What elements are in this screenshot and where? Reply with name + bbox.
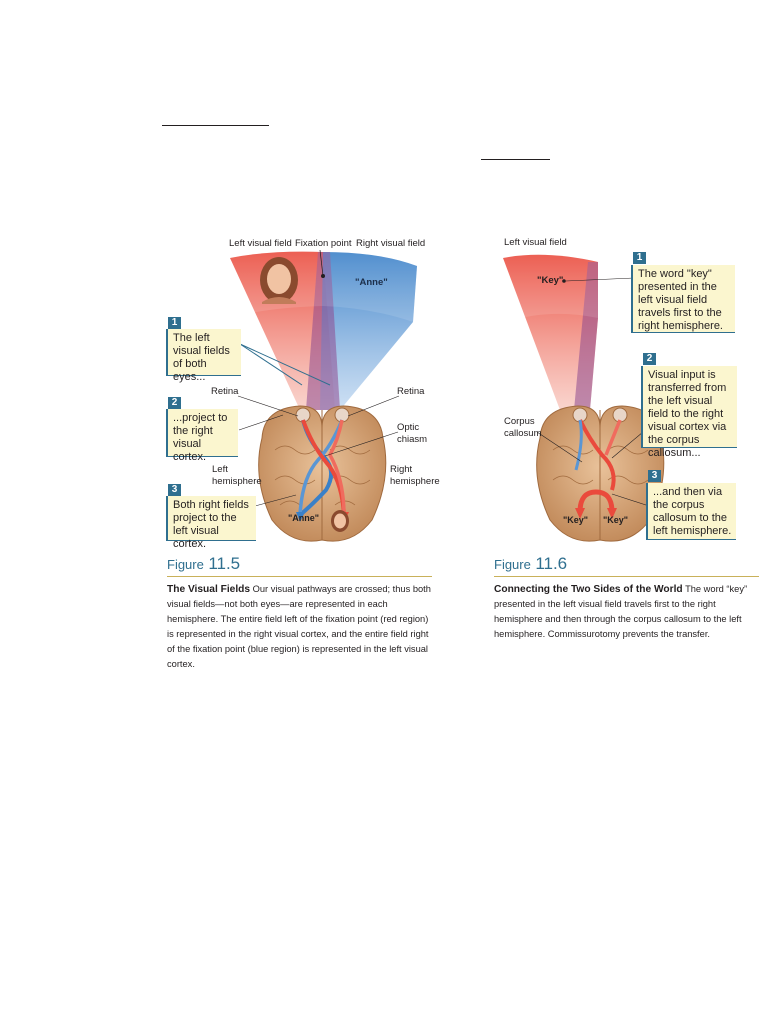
callout-11-6-2-number: 2	[643, 353, 656, 365]
blue-pathway-2	[298, 419, 344, 516]
callout-11-5-1-text: The left visual fields of both eyes...	[173, 332, 230, 383]
figure-11-6-caption-title: Connecting the Two Sides of the World	[494, 584, 683, 595]
right-hemisphere-label-2: hemisphere	[390, 476, 440, 487]
callout-11-6-2-text: Visual input is transferred from the lef…	[648, 369, 727, 459]
red-visual-field-11-6	[503, 254, 598, 410]
purple-overlap-11-6	[574, 262, 598, 410]
corpus-callosum-label-1: Corpus	[504, 416, 535, 427]
key-right-label: "Key"	[603, 515, 629, 525]
figure-11-6-number: 11.6	[535, 554, 568, 573]
figure-11-5-rule	[167, 576, 432, 577]
callout-11-5-3: Both right fields project to the left vi…	[166, 496, 256, 550]
figure-11-6-rule	[494, 576, 759, 577]
retina-right-label: Retina	[397, 386, 425, 397]
figure-11-5-caption-title: The Visual Fields	[167, 584, 251, 595]
callout-11-5-2: ...project to the right visual cortex.	[166, 409, 238, 463]
anne-brain-label: "Anne"	[288, 513, 320, 523]
corpus-callosum-label-2: callosum	[504, 428, 542, 439]
purple-overlap	[306, 252, 340, 410]
callout-11-5-2-number: 2	[168, 397, 181, 409]
callout-11-6-1-text: The word "key" presented in the left vis…	[638, 268, 723, 332]
red-pathway-2	[328, 419, 346, 516]
figure-11-5-caption-text: Our visual pathways are crossed; thus bo…	[167, 584, 431, 669]
red-visual-field	[230, 251, 335, 410]
callout-11-6-3: ...and then via the corpus callosum to t…	[646, 483, 736, 540]
top-rule-right	[481, 159, 550, 160]
callout-11-5-1-number: 1	[168, 317, 181, 329]
left-hemisphere-label-2: hemisphere	[212, 476, 262, 487]
left-visual-field-label-11-6: Left visual field	[504, 237, 567, 248]
figure-11-5-number: 11.5	[208, 554, 241, 573]
key-left-label: "Key"	[563, 515, 589, 525]
callout-11-5-3-number: 3	[168, 484, 181, 496]
callout-11-6-2: Visual input is transferred from the lef…	[641, 366, 737, 459]
figure-11-6-label: Figure 11.6	[494, 554, 567, 574]
blue-visual-field	[320, 252, 417, 410]
retina-left-label: Retina	[211, 386, 239, 397]
key-field-label: "Key"	[537, 275, 564, 286]
callout-11-6-1-number: 1	[633, 252, 646, 264]
callout-11-5-1: The left visual fields of both eyes...	[166, 329, 241, 383]
right-visual-field-label: Right visual field	[356, 238, 426, 249]
callout-11-6-3-text: ...and then via the corpus callosum to t…	[653, 486, 732, 537]
left-visual-field-label: Left visual field	[229, 238, 292, 249]
callout-11-5-3-text: Both right fields project to the left vi…	[173, 499, 249, 550]
callout-11-6-3-number: 3	[648, 470, 661, 482]
callout-11-5-2-text: ...project to the right visual cortex.	[173, 412, 228, 463]
anne-field-label: "Anne"	[355, 277, 388, 288]
figure-11-6-caption-text: The word “key” presented in the left vis…	[494, 584, 748, 639]
optic-chiasm-label-2: chiasm	[397, 434, 428, 445]
fixation-point-label: Fixation point	[295, 238, 352, 249]
figure-11-5-word: Figure	[167, 557, 204, 572]
left-hemisphere-label-1: Left	[212, 464, 228, 475]
figure-11-6-word: Figure	[494, 557, 531, 572]
figure-11-5-caption: The Visual Fields Our visual pathways ar…	[167, 582, 435, 672]
figure-11-6-caption: Connecting the Two Sides of the World Th…	[494, 582, 760, 642]
brain-illustration	[258, 405, 387, 542]
optic-chiasm-label-1: Optic	[397, 422, 420, 433]
top-rule-left	[162, 125, 269, 126]
callout-11-6-1: The word "key" presented in the left vis…	[631, 265, 735, 333]
anne-face-image	[260, 257, 298, 304]
right-hemisphere-label-1: Right	[390, 464, 413, 475]
corpus-callosum-arc	[577, 489, 615, 513]
brain-illustration-11-6	[536, 405, 665, 542]
figure-11-5-label: Figure 11.5	[167, 554, 240, 574]
